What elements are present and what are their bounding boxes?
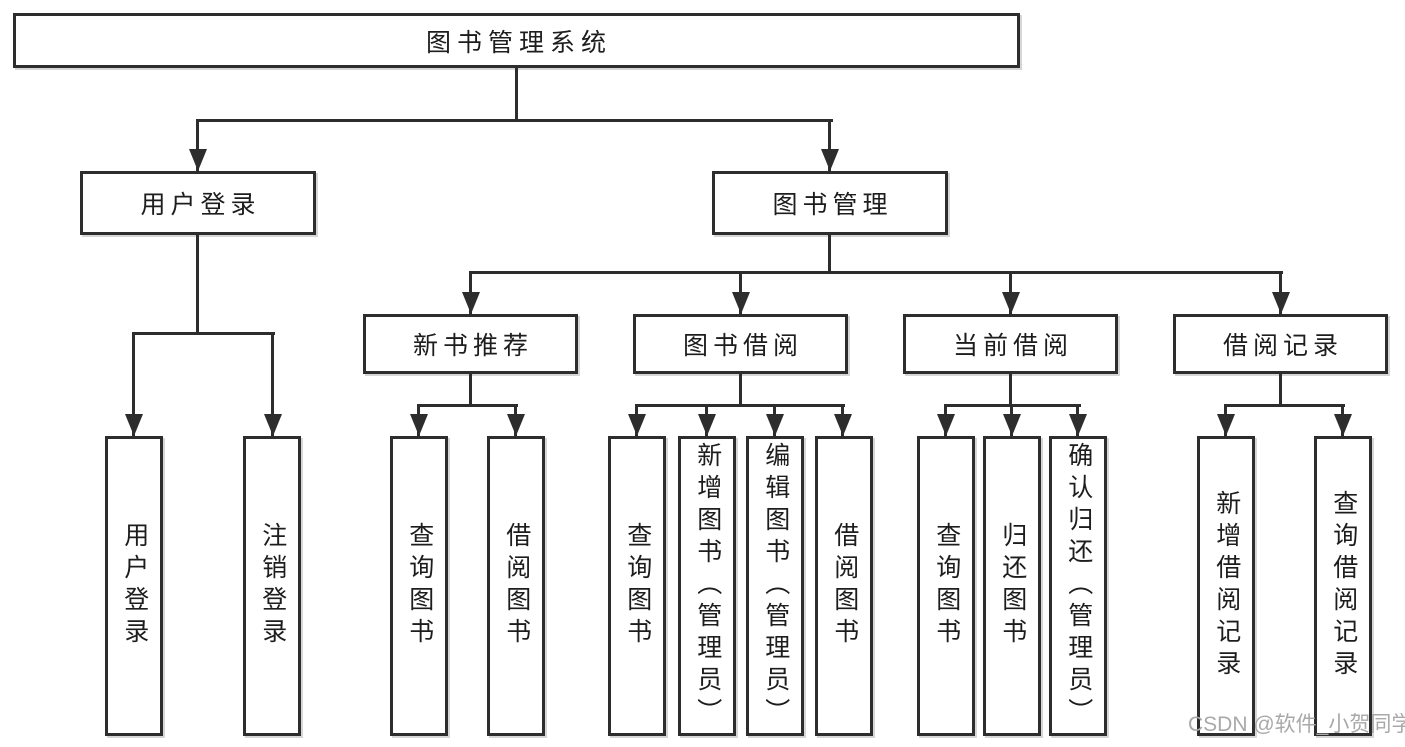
leaf-logout-login: 注销登录 — [243, 436, 301, 736]
node-book-borrow: 图书借阅 — [633, 314, 848, 374]
leaf-borrow-books-1: 借阅图书 — [487, 436, 545, 736]
leaf-add-books-admin-label: 新增图书（管理员） — [693, 442, 722, 730]
connector-current-borrow-stem — [1009, 373, 1012, 406]
node-root-system: 图书管理系统 — [13, 13, 1020, 68]
arrow-into-book-borrow — [731, 271, 750, 314]
node-user-login-label: 用户登录 — [140, 191, 261, 219]
connector-level2-bus — [196, 119, 833, 122]
leaf-borrow-books-2: 借阅图书 — [815, 436, 873, 736]
leaf-query-borrow-record: 查询借阅记录 — [1314, 436, 1372, 736]
leaf-query-books-2: 查询图书 — [608, 436, 666, 736]
leaf-edit-books-admin: 编辑图书（管理员） — [746, 436, 804, 736]
arrow-into-new-book-recommend — [461, 271, 480, 314]
node-book-management: 图书管理 — [712, 171, 948, 235]
node-book-borrow-label: 图书借阅 — [682, 332, 803, 360]
leaf-confirm-return-admin: 确认归还（管理员） — [1049, 436, 1107, 736]
node-new-book-recommend: 新书推荐 — [363, 314, 578, 374]
leaf-return-books: 归还图书 — [983, 436, 1041, 736]
arrow-into-query-borrow-record — [1333, 404, 1352, 436]
leaf-return-books-label: 归还图书 — [998, 522, 1027, 650]
arrow-into-query-books-1 — [409, 404, 428, 436]
connector-book-borrow-bus — [635, 404, 845, 407]
node-borrow-records-label: 借阅记录 — [1222, 332, 1343, 360]
connector-root-stem — [515, 68, 518, 121]
connector-level3-bus — [469, 271, 1283, 274]
arrow-into-borrow-books-2 — [833, 404, 852, 436]
connector-book-management-stem — [828, 234, 831, 274]
connector-book-borrow-stem — [739, 373, 742, 406]
arrow-into-leaf-user-login — [124, 332, 143, 436]
arrow-into-current-borrow — [1001, 271, 1020, 314]
leaf-query-books-3-label: 查询图书 — [932, 522, 961, 650]
arrow-into-add-books-admin — [697, 404, 716, 436]
connector-borrow-records-stem — [1279, 373, 1282, 406]
leaf-query-books-1: 查询图书 — [390, 436, 448, 736]
arrow-into-user-login — [188, 119, 207, 171]
leaf-logout-login-label: 注销登录 — [258, 522, 287, 650]
node-user-login: 用户登录 — [80, 171, 316, 235]
node-book-management-label: 图书管理 — [772, 191, 893, 219]
arrow-into-add-borrow-record — [1216, 404, 1235, 436]
arrow-into-query-books-2 — [627, 404, 646, 436]
connector-new-book-recommend-bus — [417, 404, 518, 407]
node-root-label: 图书管理系统 — [425, 28, 612, 57]
node-borrow-records: 借阅记录 — [1173, 314, 1388, 374]
leaf-add-borrow-record: 新增借阅记录 — [1197, 436, 1255, 736]
arrow-into-borrow-books-1 — [506, 404, 525, 436]
node-current-borrow: 当前借阅 — [903, 314, 1118, 374]
arrow-into-edit-books-admin — [765, 404, 784, 436]
leaf-query-books-3: 查询图书 — [917, 436, 975, 736]
connector-user-login-stem — [196, 234, 199, 335]
leaf-borrow-books-1-label: 借阅图书 — [502, 522, 531, 650]
leaf-query-books-2-label: 查询图书 — [623, 522, 652, 650]
csdn-watermark: CSDN @软件_小贺同学 — [1188, 713, 1405, 736]
leaf-user-login-label: 用户登录 — [120, 522, 149, 650]
arrow-into-book-management — [820, 119, 839, 171]
leaf-confirm-return-admin-label: 确认归还（管理员） — [1064, 442, 1093, 730]
arrow-into-return-books — [1002, 404, 1021, 436]
arrow-into-borrow-records — [1271, 271, 1290, 314]
leaf-borrow-books-2-label: 借阅图书 — [830, 522, 859, 650]
node-current-borrow-label: 当前借阅 — [952, 332, 1073, 360]
connector-borrow-records-bus — [1224, 404, 1345, 407]
arrow-into-leaf-logout — [263, 332, 282, 436]
arrow-into-query-books-3 — [936, 404, 955, 436]
leaf-add-borrow-record-label: 新增借阅记录 — [1212, 490, 1241, 682]
leaf-query-books-1-label: 查询图书 — [405, 522, 434, 650]
leaf-edit-books-admin-label: 编辑图书（管理员） — [761, 442, 790, 730]
leaf-user-login: 用户登录 — [105, 436, 163, 736]
connector-new-book-recommend-stem — [469, 373, 472, 406]
leaf-query-borrow-record-label: 查询借阅记录 — [1329, 490, 1358, 682]
node-new-book-recommend-label: 新书推荐 — [412, 332, 533, 360]
connector-user-login-bus — [132, 332, 275, 335]
arrow-into-confirm-return-admin — [1068, 404, 1087, 436]
leaf-add-books-admin: 新增图书（管理员） — [678, 436, 736, 736]
